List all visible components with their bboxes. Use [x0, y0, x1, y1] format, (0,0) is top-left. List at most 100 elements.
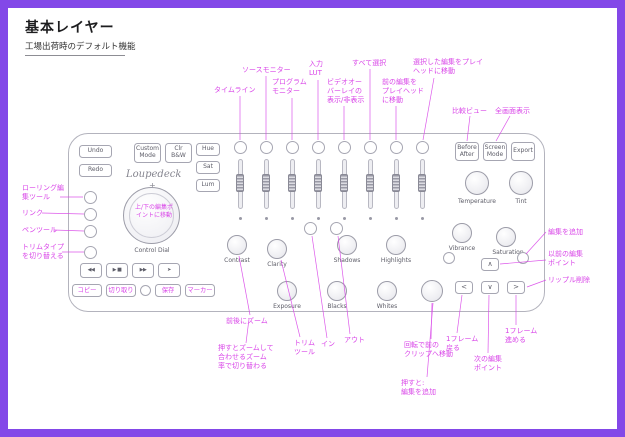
fader-1-wheel[interactable]	[236, 174, 244, 192]
callout-zoom: 前後にズーム	[226, 317, 268, 325]
play-stop-icon: ▶ ■	[112, 266, 122, 273]
arrow-down-button[interactable]: ∨	[481, 281, 499, 294]
fader-6[interactable]	[363, 141, 377, 225]
arrow-up-button[interactable]: ∧	[481, 258, 499, 271]
fader-3[interactable]	[285, 141, 299, 225]
knob-exposure[interactable]	[277, 281, 297, 301]
fader-8-button[interactable]	[415, 141, 429, 154]
arrow-left-icon: <	[461, 283, 467, 292]
knob-whites[interactable]	[377, 281, 397, 301]
arrow-left-button[interactable]: <	[455, 281, 473, 294]
marker-key-label: マーカー	[187, 286, 213, 294]
control-dial[interactable]	[123, 187, 180, 244]
callout-dial-function: 上/下の編集ポ イントに移動	[134, 204, 174, 219]
undo-button[interactable]: Undo	[79, 145, 112, 158]
fader-7-button[interactable]	[389, 141, 403, 154]
out-button[interactable]	[330, 222, 343, 235]
fader-6-button[interactable]	[363, 141, 377, 154]
knob-unlabeled[interactable]	[421, 280, 443, 302]
cut-key[interactable]: 切り取り	[106, 284, 136, 297]
knob-highlights-label: Highlights	[380, 257, 412, 264]
fader-2-wheel[interactable]	[262, 174, 270, 192]
hue-label: Hue	[201, 145, 214, 153]
play-stop-button[interactable]: ▶ ■	[106, 263, 128, 278]
fader-5-dot	[342, 217, 346, 220]
rewind-icon: ◀◀	[87, 266, 95, 273]
round-key[interactable]	[140, 285, 151, 296]
side-button-2[interactable]	[84, 208, 97, 221]
copy-key[interactable]: コピー	[72, 284, 102, 297]
fader-8[interactable]	[415, 141, 429, 225]
knob-blacks[interactable]	[327, 281, 347, 301]
cursor-tool-button[interactable]: ➤	[158, 263, 180, 278]
side-button-1[interactable]	[84, 191, 97, 204]
fader-5-button[interactable]	[337, 141, 351, 154]
right-circle-button-2[interactable]	[517, 252, 529, 264]
knob-saturation[interactable]	[496, 227, 516, 247]
lum-button[interactable]: Lum	[196, 179, 220, 192]
fader-4-button[interactable]	[311, 141, 325, 154]
page-subtitle: 工場出荷時のデフォルト機能	[25, 42, 136, 52]
callout-select-all: すべて選択	[352, 59, 387, 67]
callout-out: アウト	[344, 336, 365, 344]
fader-6-wheel[interactable]	[366, 174, 374, 192]
fader-6-dot	[368, 217, 372, 220]
marker-key[interactable]: マーカー	[185, 284, 215, 297]
sat-button[interactable]: Sat	[196, 161, 220, 174]
fader-5[interactable]	[337, 141, 351, 225]
fader-1-button[interactable]	[233, 141, 247, 154]
fader-2-button[interactable]	[259, 141, 273, 154]
fader-3-button[interactable]	[285, 141, 299, 154]
arrow-right-button[interactable]: >	[507, 281, 525, 294]
rewind-button[interactable]: ◀◀	[80, 263, 102, 278]
fader-4-wheel[interactable]	[314, 174, 322, 192]
knob-temperature[interactable]	[465, 171, 489, 195]
callout-fullscreen: 全画面表示	[495, 107, 530, 115]
callout-source-monitor: ソースモニター	[242, 66, 291, 74]
callout-ripple-delete: リップル削除	[548, 276, 590, 284]
fader-5-wheel[interactable]	[340, 174, 348, 192]
page-title: 基本レイヤー	[25, 20, 115, 36]
callout-trim-type-toggle: トリムタイプ を切り替える	[22, 243, 64, 261]
callout-add-edit: 編集を追加	[548, 228, 583, 236]
callout-timeline: タイムライン	[214, 86, 256, 94]
knob-contrast-label: Contrast	[224, 257, 250, 264]
fader-4-dot	[316, 217, 320, 220]
fader-8-wheel[interactable]	[418, 174, 426, 192]
custom-mode-button[interactable]: Custom Mode	[134, 143, 161, 163]
fast-forward-button[interactable]: ▶▶	[132, 263, 154, 278]
fader-4[interactable]	[311, 141, 325, 225]
callout-trim-tool: トリム ツール	[294, 339, 315, 357]
save-key-label: 保存	[161, 286, 175, 294]
fader-3-dot	[290, 217, 294, 220]
right-circle-button-1[interactable]	[443, 252, 455, 264]
fader-7-wheel[interactable]	[392, 174, 400, 192]
hue-button[interactable]: Hue	[196, 143, 220, 156]
loupedeck-logo: Loupedeck	[126, 169, 182, 180]
clr-bw-button[interactable]: Clr B&W	[165, 143, 192, 163]
side-button-3[interactable]	[84, 225, 97, 238]
fader-1[interactable]	[233, 141, 247, 225]
knob-tint[interactable]	[509, 171, 533, 195]
copy-key-label: コピー	[77, 286, 97, 294]
knob-blacks-label: Blacks	[327, 303, 347, 310]
knob-contrast[interactable]	[227, 235, 247, 255]
export-label: Export	[513, 147, 533, 155]
redo-button[interactable]: Redo	[79, 164, 112, 177]
fader-3-wheel[interactable]	[288, 174, 296, 192]
save-key[interactable]: 保存	[155, 284, 181, 297]
fader-8-dot	[420, 217, 424, 220]
export-button[interactable]: Export	[511, 142, 535, 161]
in-button[interactable]	[304, 222, 317, 235]
knob-vibrance[interactable]	[452, 223, 472, 243]
knob-clarity[interactable]	[267, 239, 287, 259]
fader-7[interactable]	[389, 141, 403, 225]
knob-shadows[interactable]	[337, 235, 357, 255]
screen-mode-button[interactable]: Screen Mode	[483, 142, 507, 161]
arrow-down-icon: ∨	[487, 283, 493, 292]
before-after-button[interactable]: Before After	[455, 142, 479, 161]
fn-button[interactable]	[84, 246, 97, 259]
knob-highlights[interactable]	[386, 235, 406, 255]
fader-2[interactable]	[259, 141, 273, 225]
